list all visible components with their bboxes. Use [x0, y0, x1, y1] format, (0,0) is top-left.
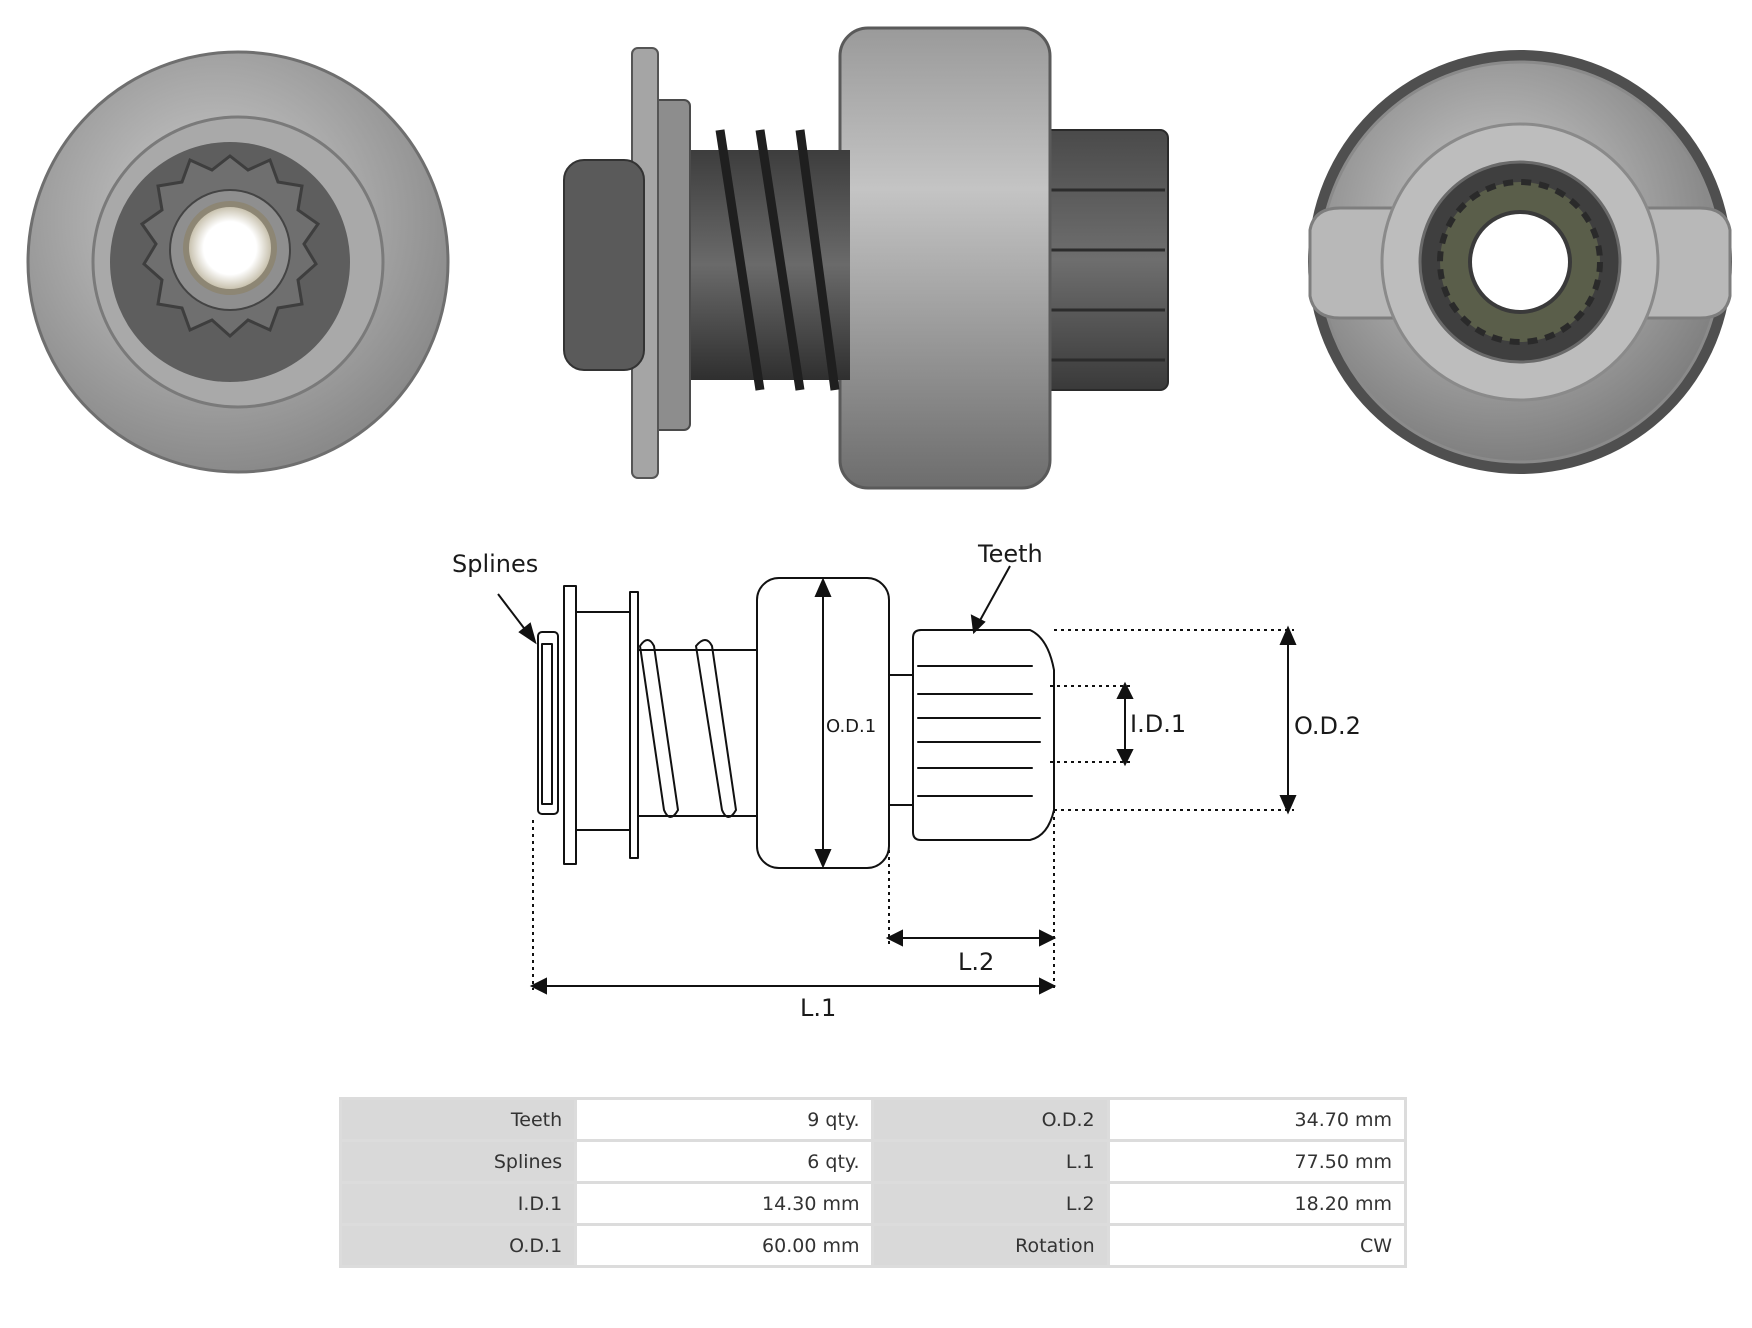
table-row: I.D.1 14.30 mm L.2 18.20 mm — [342, 1184, 1404, 1223]
diagram-flange-2 — [629, 591, 639, 859]
spec-label: Rotation — [874, 1226, 1107, 1265]
side-clutch-housing — [838, 26, 1052, 490]
diagram-neck — [888, 674, 914, 806]
arrowhead — [970, 614, 986, 635]
table-row: Splines 6 qty. L.1 77.50 mm — [342, 1142, 1404, 1181]
callout-teeth: Teeth — [977, 540, 1043, 568]
arrowhead — [529, 977, 547, 995]
spec-label: O.D.2 — [874, 1100, 1107, 1139]
dimension-diagram: Splines Teeth O.D.1 I.D.1 O.D.2 L.2 L.1 — [452, 540, 1361, 1020]
diagram-spring — [639, 639, 737, 818]
photo-back-view — [1308, 50, 1732, 474]
spec-value: 77.50 mm — [1109, 1142, 1404, 1181]
side-spring — [715, 129, 840, 391]
arrowhead — [885, 929, 903, 947]
arrowhead — [814, 577, 832, 597]
spec-value: 14.30 mm — [577, 1184, 872, 1223]
spec-value: 60.00 mm — [577, 1226, 872, 1265]
front-bore — [183, 201, 277, 295]
spec-label: I.D.1 — [342, 1184, 575, 1223]
spec-value: 34.70 mm — [1109, 1100, 1404, 1139]
product-photos — [0, 0, 1752, 520]
spec-label: L.2 — [874, 1184, 1107, 1223]
label-l2: L.2 — [958, 948, 994, 976]
label-l1: L.1 — [800, 994, 836, 1020]
arrowhead — [1116, 681, 1134, 699]
diagram-hub-inner — [541, 643, 553, 805]
teeth-leader — [977, 565, 1011, 625]
arrowhead — [518, 622, 537, 645]
side-pinion — [1039, 129, 1169, 391]
arrowhead — [1279, 795, 1297, 815]
spec-label: Splines — [342, 1142, 575, 1181]
label-od1: O.D.1 — [826, 716, 876, 737]
spec-value: 9 qty. — [577, 1100, 872, 1139]
diagram-pinion — [912, 629, 1055, 841]
table-row: O.D.1 60.00 mm Rotation CW — [342, 1226, 1404, 1265]
table-row: Teeth 9 qty. O.D.2 34.70 mm — [342, 1100, 1404, 1139]
specs-table: Teeth 9 qty. O.D.2 34.70 mm Splines 6 qt… — [339, 1097, 1407, 1268]
spec-label: L.1 — [874, 1142, 1107, 1181]
arrowhead — [1116, 749, 1134, 767]
spec-value: CW — [1109, 1226, 1404, 1265]
spec-label: O.D.1 — [342, 1226, 575, 1265]
arrowhead — [1039, 977, 1057, 995]
specs-table-wrapper: Teeth 9 qty. O.D.2 34.70 mm Splines 6 qt… — [339, 1097, 1407, 1268]
spec-value: 18.20 mm — [1109, 1184, 1404, 1223]
side-hub — [563, 159, 645, 371]
spec-value: 6 qty. — [577, 1142, 872, 1181]
back-bore — [1468, 210, 1572, 314]
arrowhead — [814, 849, 832, 869]
diagram-hub — [537, 631, 559, 815]
arrowhead — [1279, 625, 1297, 645]
photo-side-view — [563, 26, 1169, 490]
diagram-flange-1 — [563, 585, 577, 865]
arrowhead — [1039, 929, 1057, 947]
spec-label: Teeth — [342, 1100, 575, 1139]
label-id1: I.D.1 — [1130, 710, 1186, 738]
photo-front-view — [26, 50, 450, 474]
callout-splines: Splines — [452, 550, 538, 578]
label-od2: O.D.2 — [1294, 712, 1361, 740]
